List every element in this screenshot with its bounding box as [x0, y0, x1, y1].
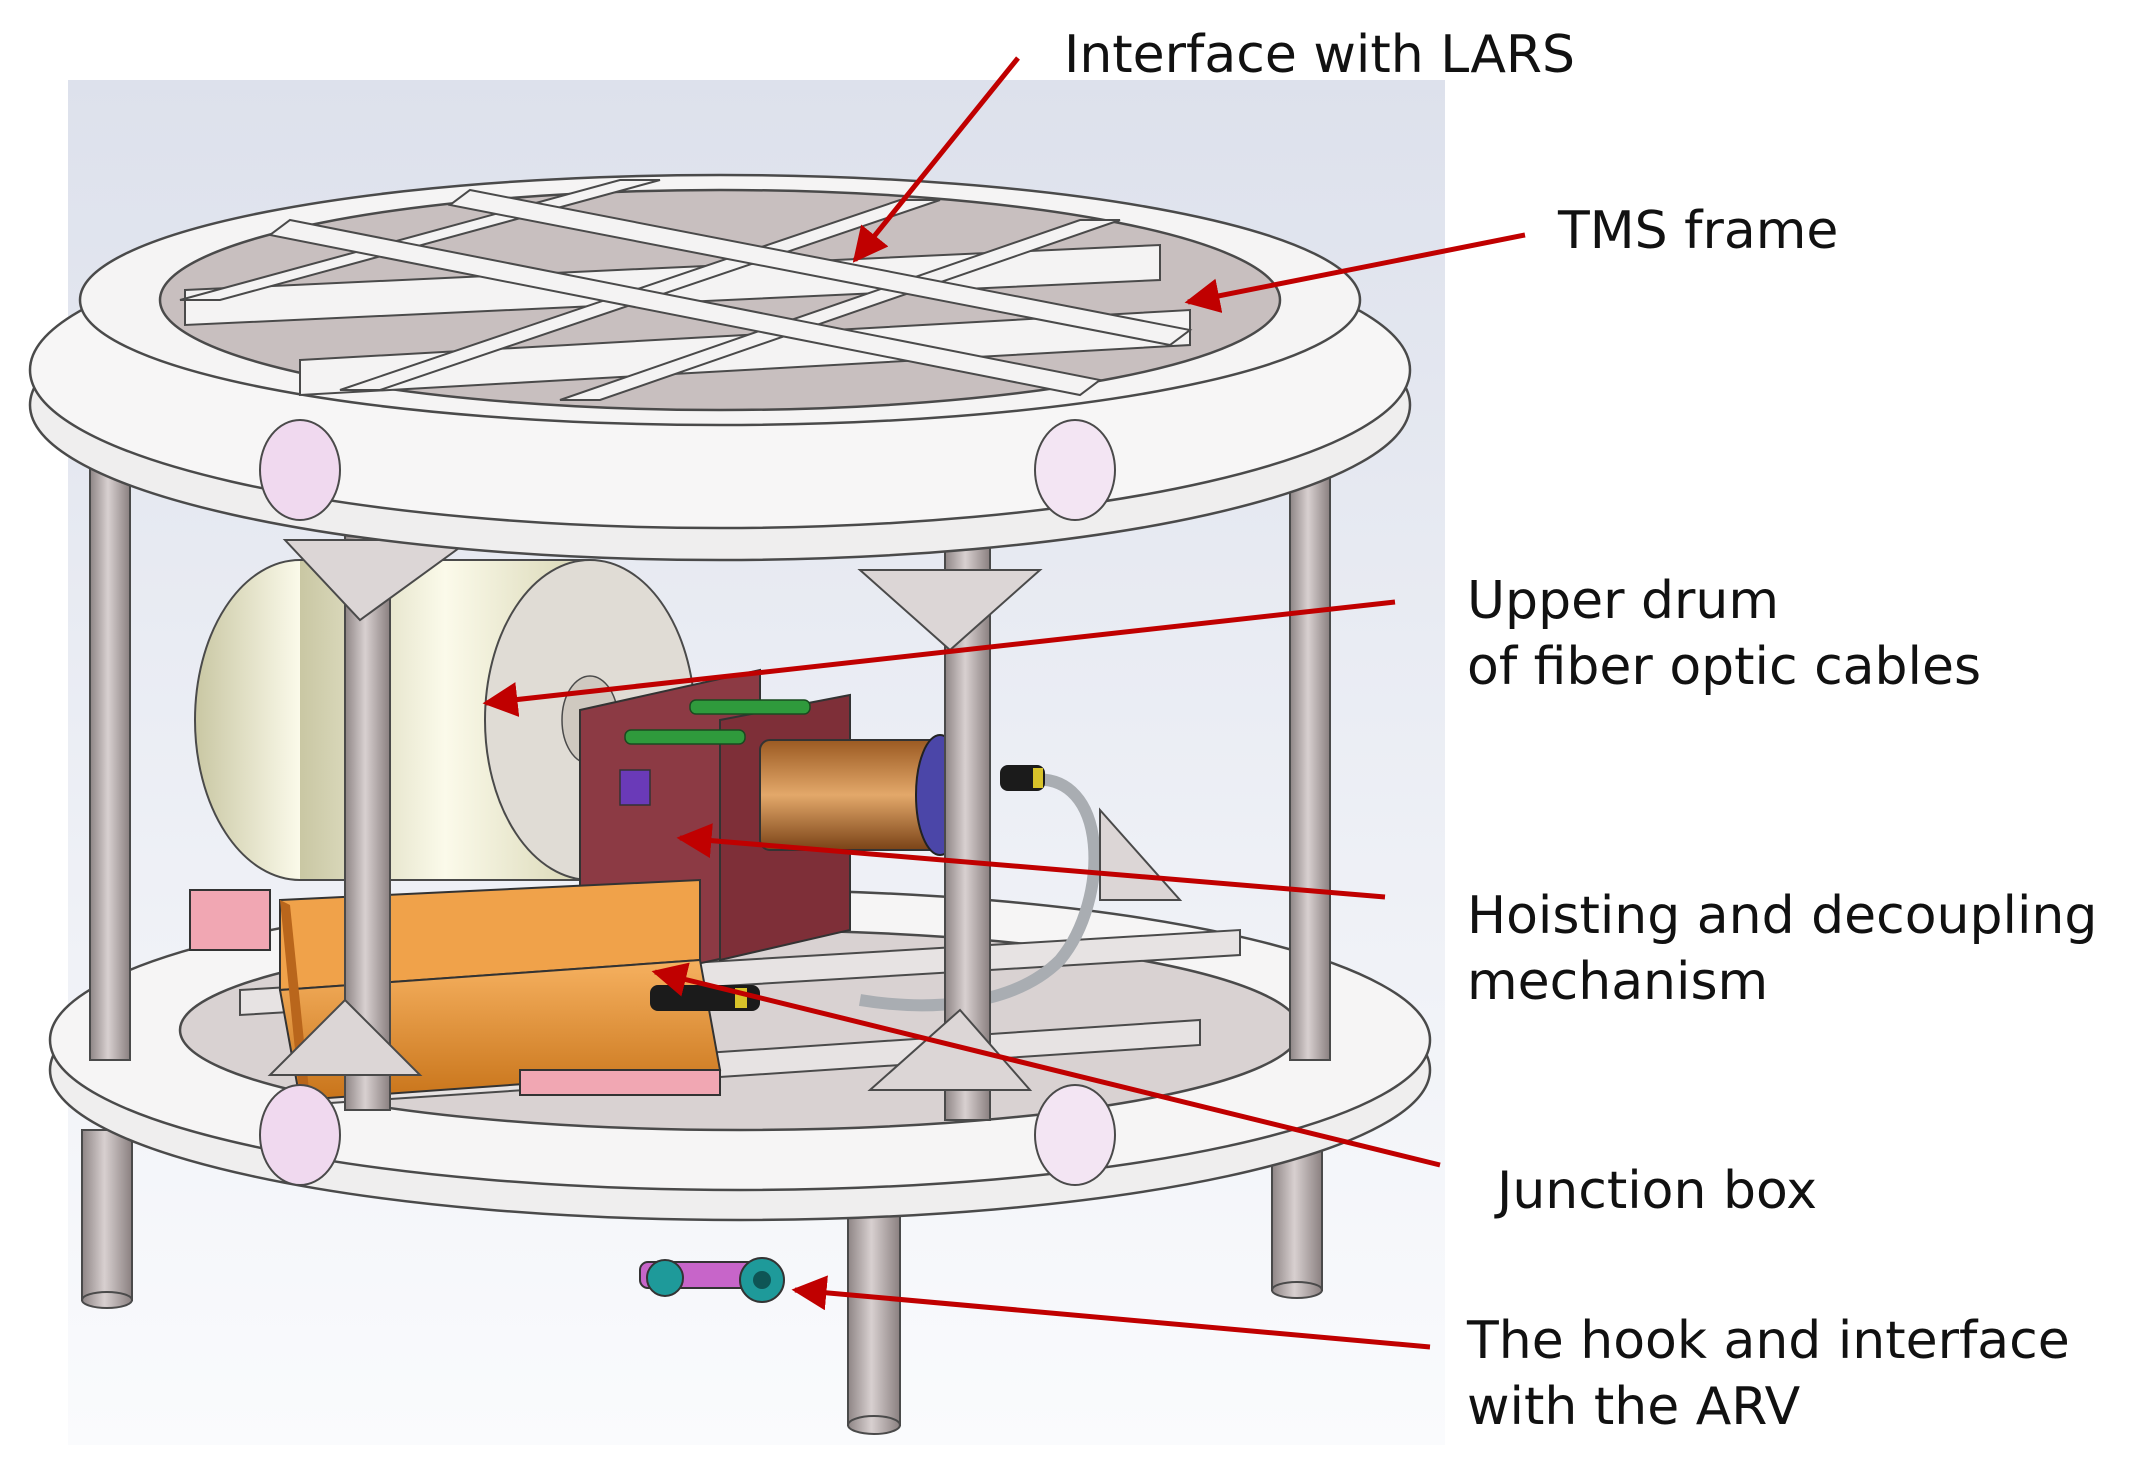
label-hook-interface: The hook and interface with the ARV — [1467, 1311, 2070, 1437]
hook-interface — [639, 1257, 785, 1303]
arrow-tms-frame — [1184, 232, 1526, 314]
label-interface-lars: Interface with LARS — [1064, 25, 1576, 85]
label-hoisting-mechanism: Hoisting and decoupling mechanism — [1467, 886, 2098, 1012]
arrow-lars — [852, 56, 1020, 263]
top-ring-bumpers — [259, 419, 1116, 1186]
arrow-drum — [482, 599, 1396, 717]
arrow-junction — [651, 962, 1441, 1168]
label-tms-frame: TMS frame — [1558, 201, 1839, 261]
top-grid — [179, 179, 1193, 401]
arrow-hoisting — [676, 823, 1386, 900]
arrow-hook — [791, 1275, 1431, 1350]
label-junction-box: Junction box — [1497, 1161, 1817, 1221]
callout-arrows — [482, 56, 1526, 1350]
gussets — [267, 539, 1183, 1091]
label-upper-drum: Upper drum of fiber optic cables — [1467, 571, 1982, 697]
